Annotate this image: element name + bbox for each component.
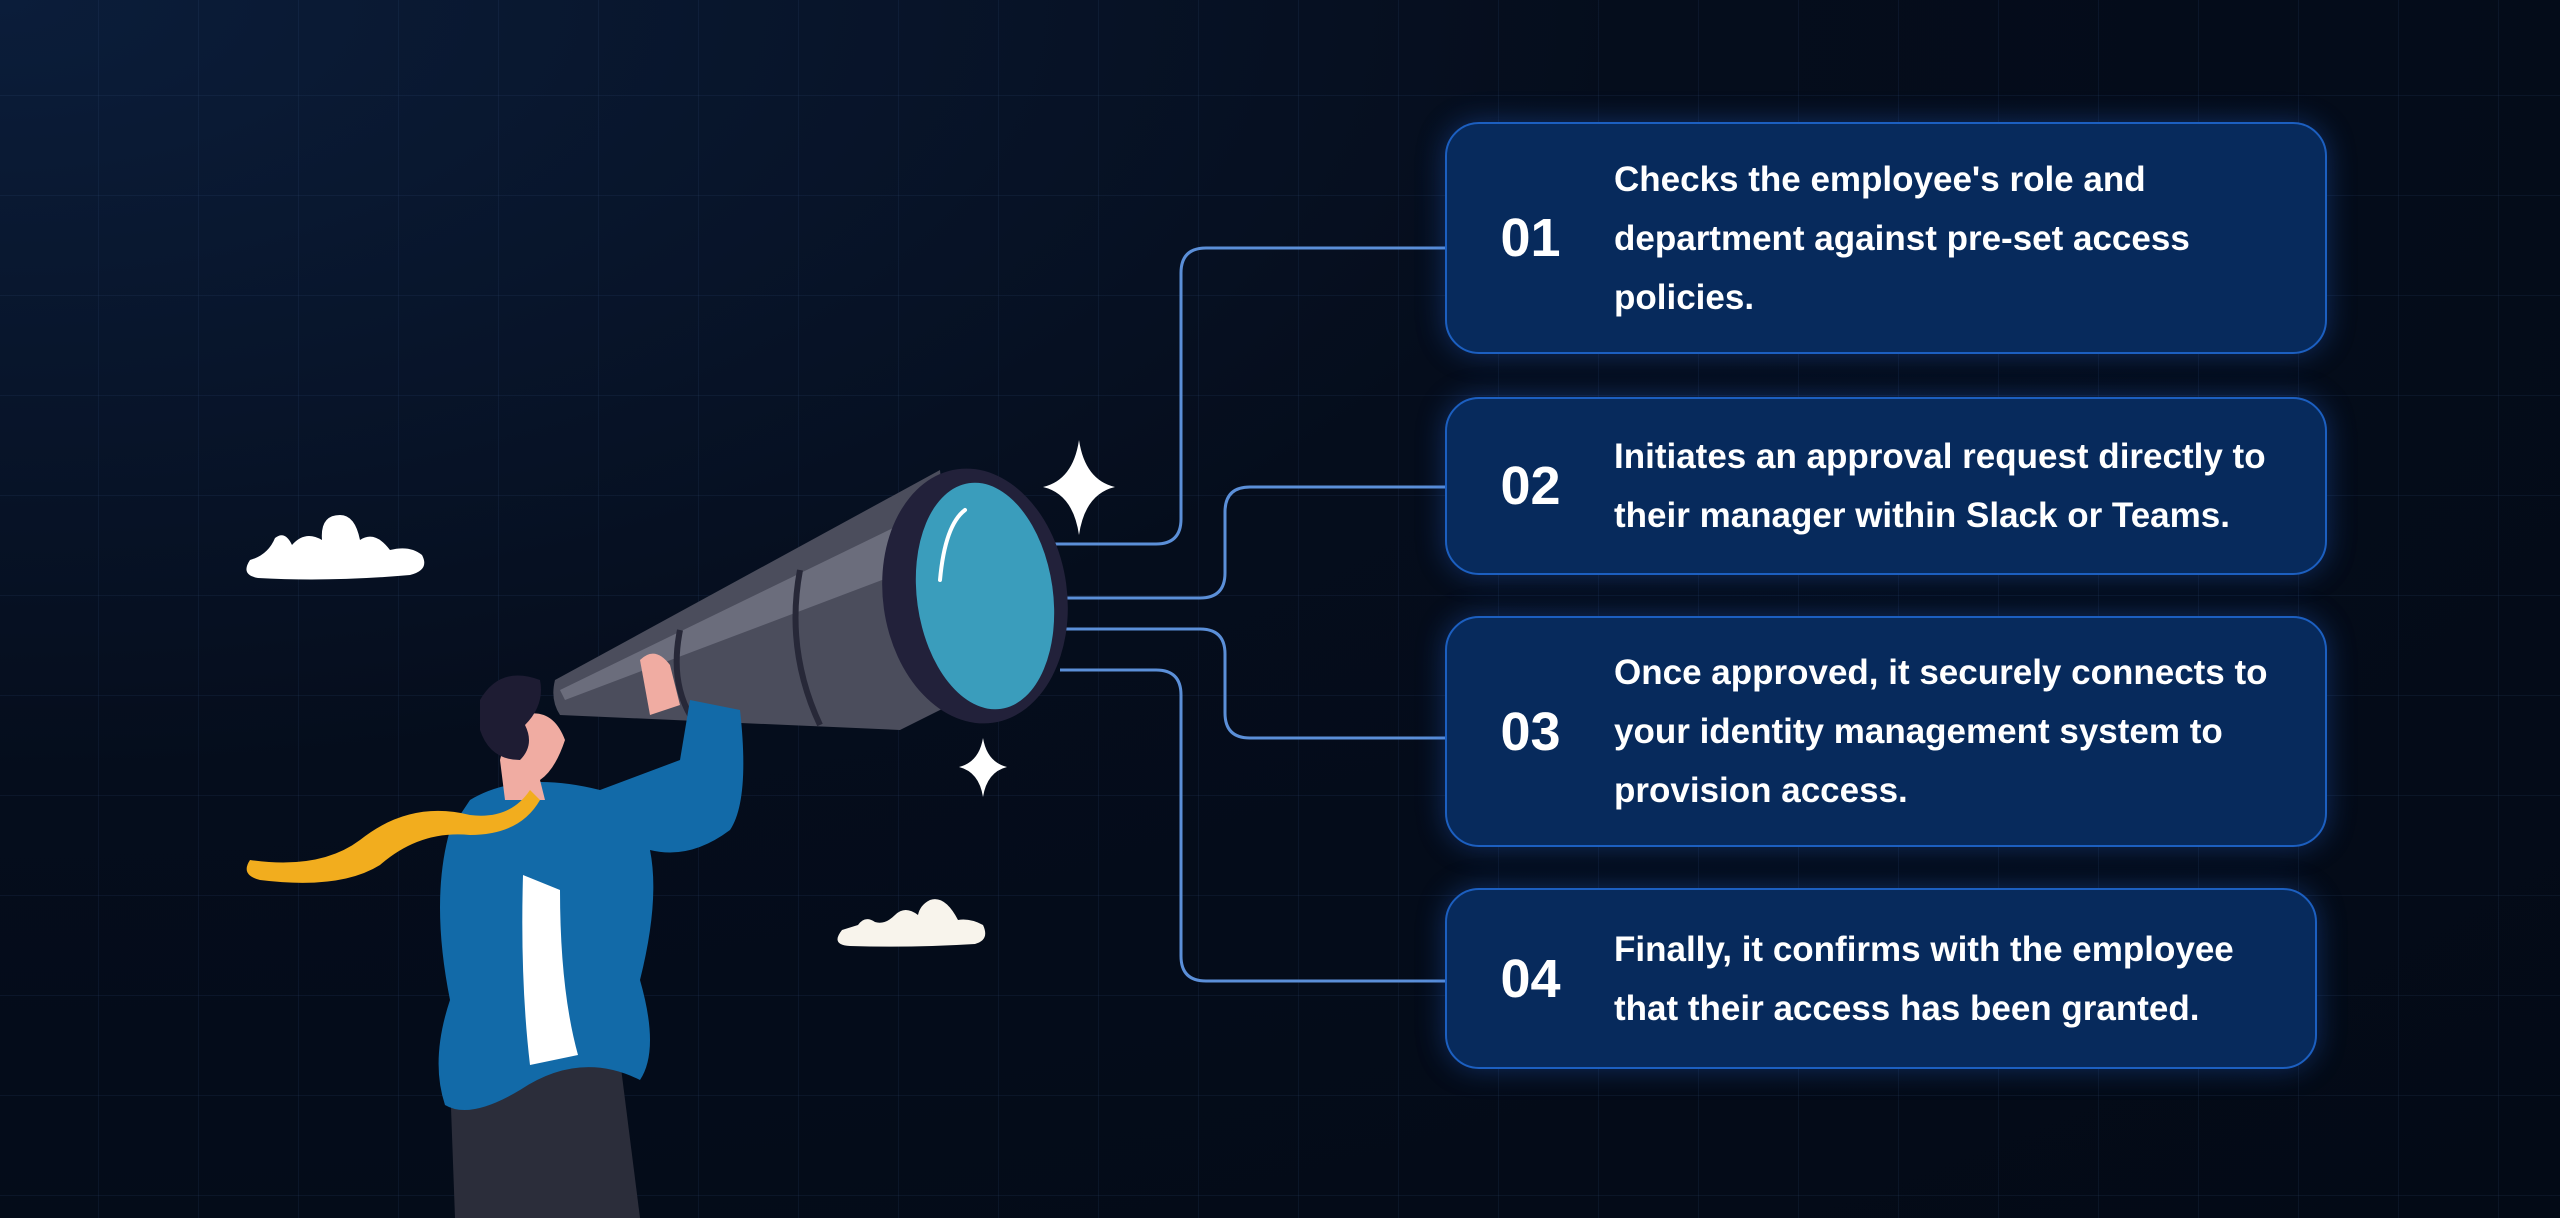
connector-lines bbox=[1055, 246, 1445, 983]
step-text: Checks the employee's role and departmen… bbox=[1614, 159, 2190, 317]
step-card-3: 03 Once approved, it securely connects t… bbox=[1445, 616, 2327, 847]
step-text: Finally, it confirms with the employee t… bbox=[1614, 929, 2234, 1028]
step-number: 02 bbox=[1500, 456, 1561, 516]
connector-line-3 bbox=[1063, 627, 1445, 740]
step-number: 03 bbox=[1500, 701, 1561, 762]
step-number: 01 bbox=[1500, 208, 1561, 268]
cloud-icon bbox=[246, 515, 425, 580]
step-number: 04 bbox=[1500, 948, 1561, 1009]
step-card-2: 02 Initiates an approval request directl… bbox=[1445, 397, 2327, 575]
step-text: Initiates an approval request directly t… bbox=[1614, 437, 2266, 535]
step-card-4: 04 Finally, it confirms with the employe… bbox=[1445, 888, 2317, 1069]
connector-line-1 bbox=[1055, 246, 1445, 546]
telescope-icon bbox=[553, 468, 1068, 730]
step-text: Once approved, it securely connects to y… bbox=[1614, 653, 2268, 810]
cloud-icon bbox=[837, 899, 986, 947]
step-card-1: 01 Checks the employee's role and depart… bbox=[1445, 122, 2327, 354]
connector-line-4 bbox=[1060, 668, 1445, 983]
connector-line-2 bbox=[1063, 485, 1445, 600]
person-illustration bbox=[246, 653, 744, 1218]
